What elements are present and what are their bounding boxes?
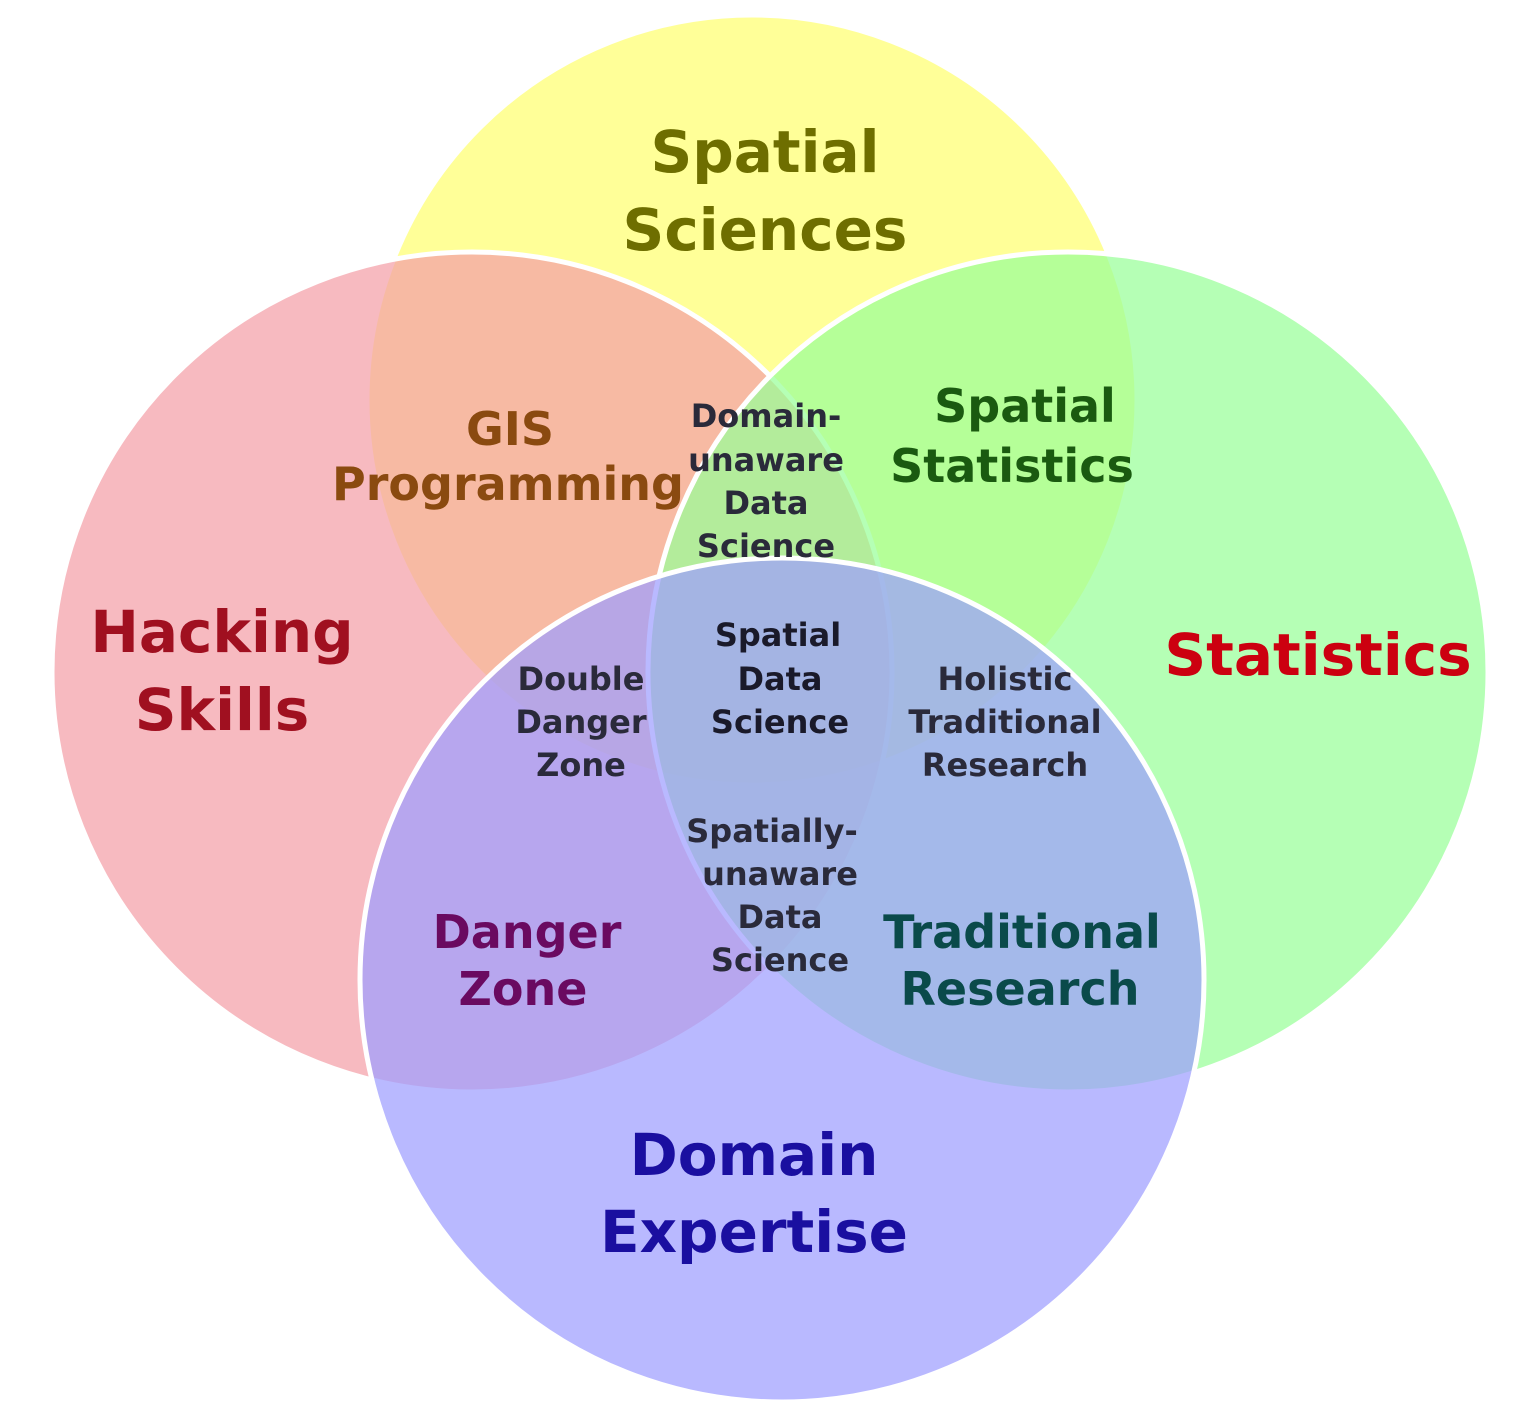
domain-expertise-circle	[357, 555, 1207, 1405]
statistics-label: Statistics	[1164, 621, 1471, 689]
